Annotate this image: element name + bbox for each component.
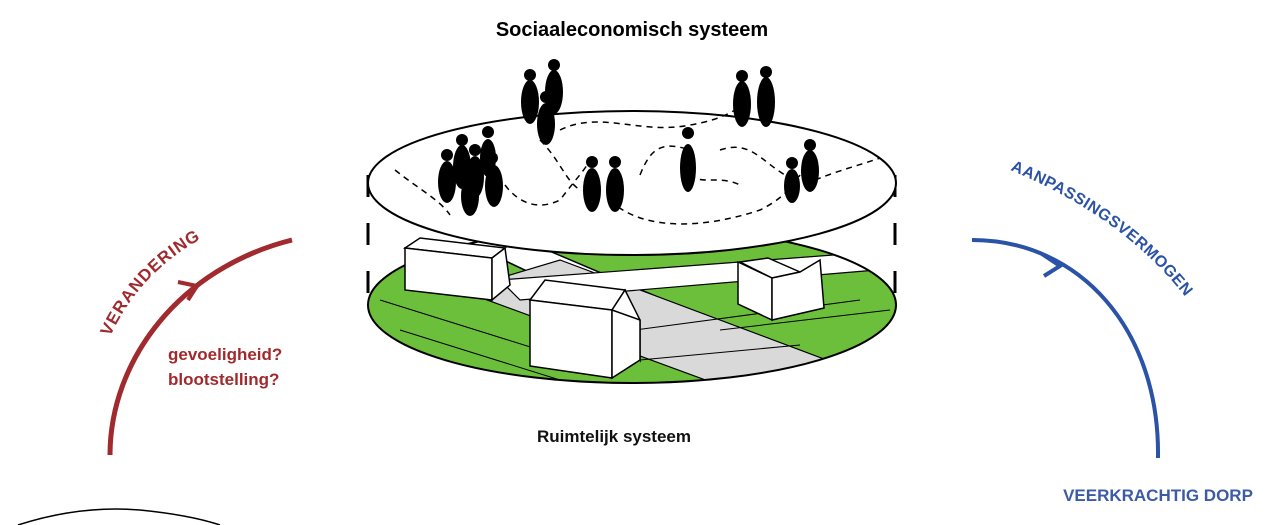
- people-pair-right: [784, 139, 819, 203]
- person-single-center-right: [680, 127, 696, 192]
- red-arrowhead-icon: [177, 280, 201, 302]
- change-arrow: VERANDERING gevoeligheid? blootstelling?: [96, 226, 293, 456]
- spatial-system-caption: Ruimtelijk systeem: [537, 427, 691, 446]
- resilient-village-label: VEERKRACHTIG DORP: [1063, 486, 1253, 505]
- people-pair-center: [583, 156, 624, 212]
- house-back-left: [402, 237, 511, 302]
- house-right: [737, 257, 825, 322]
- diagram-title: Sociaaleconomisch systeem: [496, 19, 768, 41]
- red-arc: [107, 237, 293, 456]
- adaptive-capacity-label: AANPASSINGSVERMOGEN: [1009, 158, 1196, 300]
- socioeconomic-disc: [367, 59, 897, 256]
- village-circle-fragment: [17, 508, 221, 525]
- people-pair-top-right: [733, 66, 775, 127]
- adaptive-capacity-arrow: AANPASSINGSVERMOGEN VEERKRACHTIG DORP: [971, 158, 1253, 505]
- people-group-top-center: [521, 59, 563, 145]
- exposure-question: blootstelling?: [168, 370, 279, 389]
- house-front-center: [528, 279, 641, 380]
- blue-arc: [971, 238, 1161, 459]
- people-group-left: [438, 126, 503, 216]
- sensitivity-question: gevoeligheid?: [168, 345, 282, 364]
- spatial-system-disc: [367, 226, 897, 384]
- blue-arrowhead-icon: [1040, 252, 1064, 278]
